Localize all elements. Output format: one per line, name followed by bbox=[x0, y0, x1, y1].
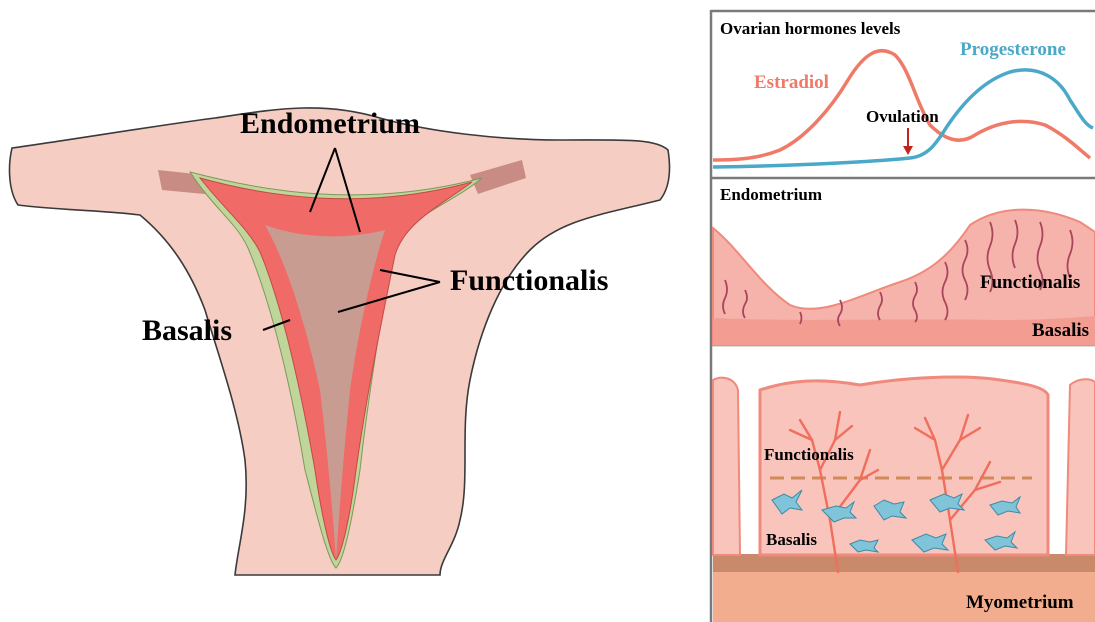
tissue-functionalis-label: Functionalis bbox=[764, 445, 854, 464]
left-gland-column bbox=[713, 378, 740, 555]
basalis-label: Basalis bbox=[142, 314, 232, 347]
endometrium-panel-basalis: Basalis bbox=[1032, 320, 1089, 341]
right-gland-column bbox=[1066, 379, 1095, 555]
ovulation-arrow-head bbox=[903, 146, 913, 155]
tissue-basalis-label: Basalis bbox=[766, 530, 817, 549]
endometrium-panel-functionalis: Functionalis bbox=[980, 272, 1080, 293]
endometrium-panel: Endometrium Functionalis Basalis bbox=[713, 185, 1095, 345]
estradiol-label: Estradiol bbox=[754, 72, 829, 93]
hormone-panel-title: Ovarian hormones levels bbox=[720, 19, 901, 38]
progesterone-label: Progesterone bbox=[960, 39, 1066, 60]
ovulation-label: Ovulation bbox=[866, 107, 939, 126]
myometrium-border bbox=[713, 554, 1095, 572]
functionalis-label: Functionalis bbox=[450, 264, 608, 297]
tissue-block bbox=[760, 377, 1048, 555]
endometrium-panel-title: Endometrium bbox=[720, 185, 822, 204]
endometrium-label: Endometrium bbox=[240, 107, 420, 140]
tissue-panel: Functionalis Basalis Myometrium bbox=[713, 377, 1095, 622]
uterus-diagram: Endometrium Functionalis Basalis bbox=[10, 107, 670, 575]
estradiol-curve bbox=[713, 51, 1090, 160]
hormone-panel: Ovarian hormones levels Estradiol Proges… bbox=[713, 19, 1093, 167]
myometrium-label: Myometrium bbox=[966, 592, 1074, 613]
